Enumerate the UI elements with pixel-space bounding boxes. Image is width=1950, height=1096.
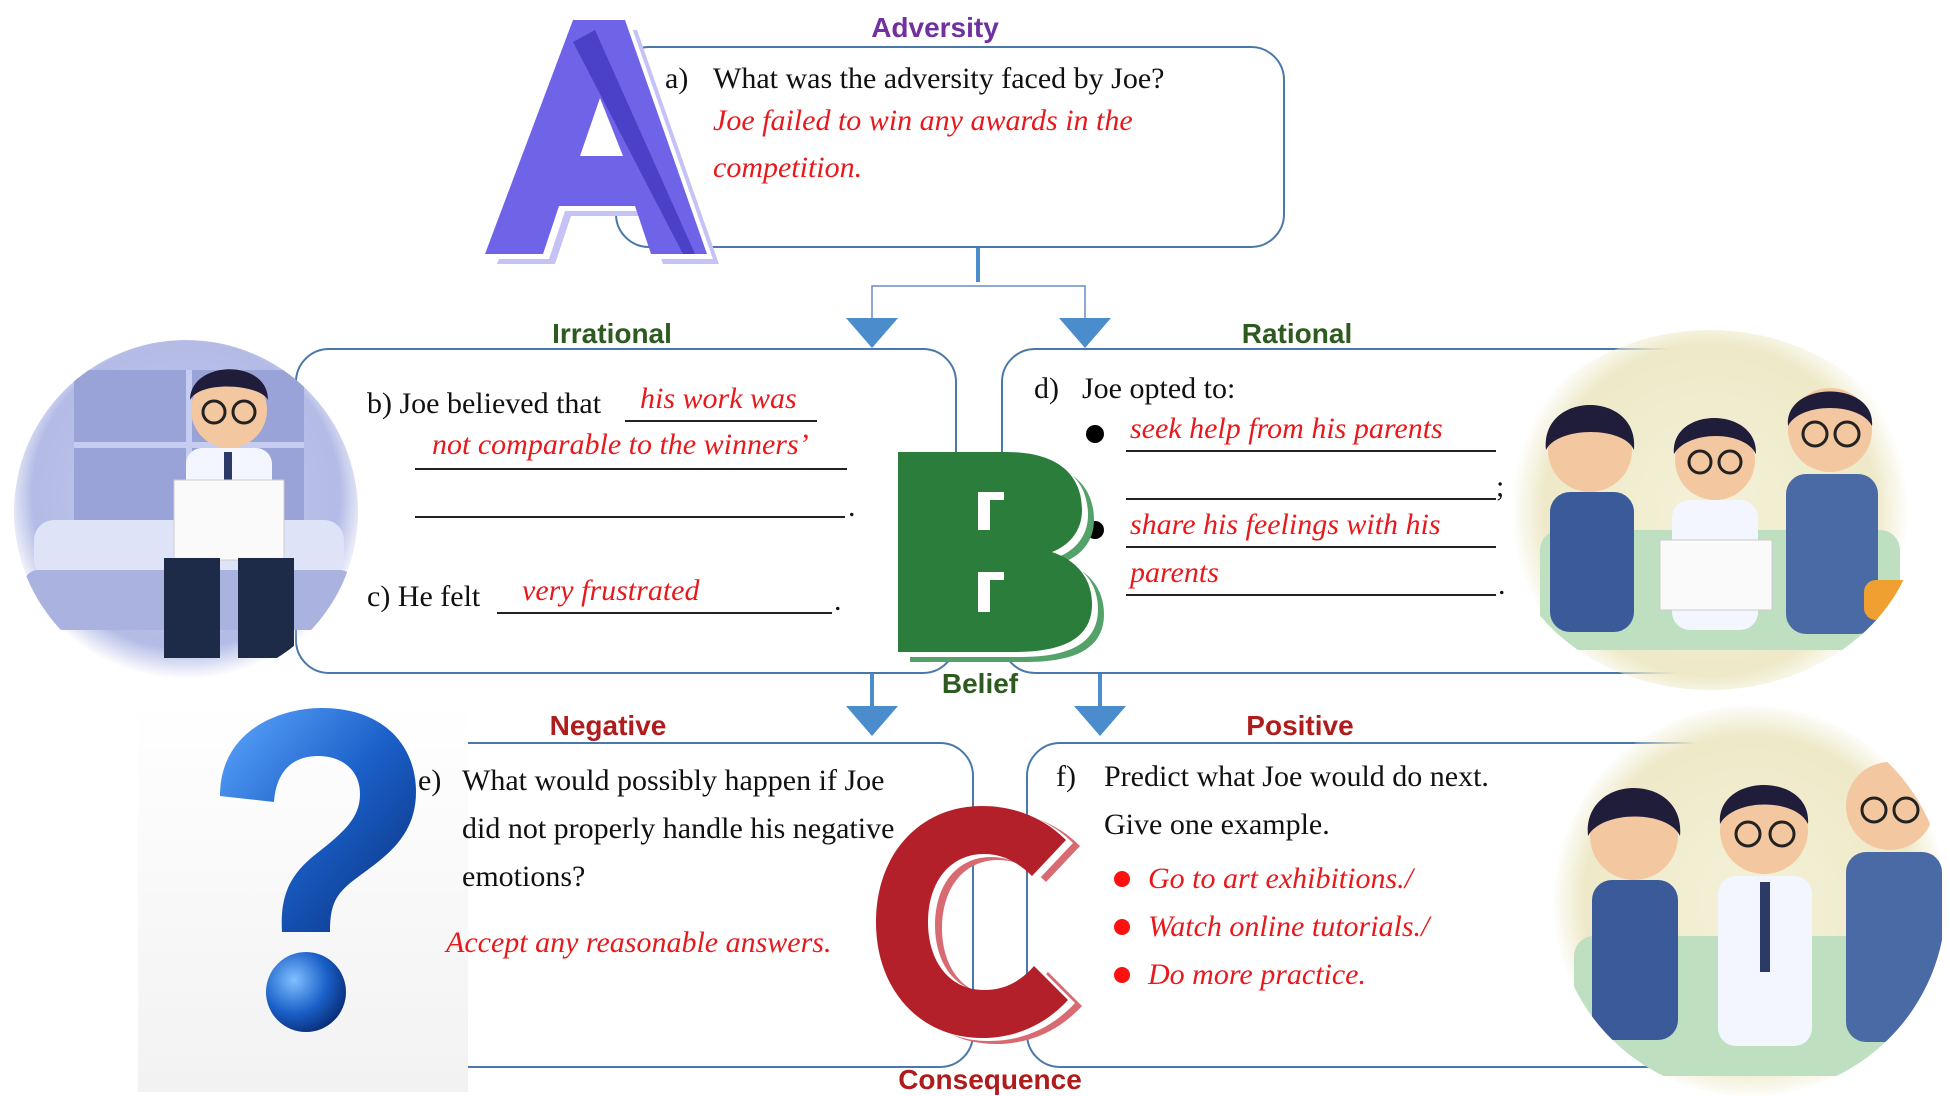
irrational-title: Irrational [552, 318, 672, 349]
irrational-b-answer-2: not comparable to the winners’ [432, 428, 809, 461]
boy-reading-illustration [14, 340, 358, 684]
rational-option-1: seek help from his parents [1130, 412, 1443, 445]
positive-title: Positive [1246, 710, 1354, 741]
bullet [1086, 425, 1104, 443]
answer-line [1126, 498, 1496, 500]
irrational-c-prefix: c) He felt [367, 580, 481, 613]
positive-item-1: Go to art exhibitions./ [1148, 862, 1413, 895]
positive-label: f) [1056, 760, 1076, 793]
rational-option-2-line1: share his feelings with his [1130, 508, 1441, 541]
consequence-title: Consequence [898, 1064, 1082, 1095]
rational-period: . [1498, 568, 1506, 601]
positive-question-line2: Give one example. [1104, 808, 1330, 841]
adversity-label: a) [665, 62, 689, 95]
arrow-to-irrational [846, 318, 898, 348]
adversity-panel [615, 46, 1285, 248]
negative-title: Negative [549, 710, 667, 741]
answer-line [497, 612, 832, 614]
letter-a-icon [485, 20, 719, 264]
bullet [1114, 871, 1130, 887]
irrational-c-period: . [834, 584, 842, 617]
answer-line [1126, 450, 1496, 452]
question-mark-icon [220, 708, 416, 1032]
rational-d-label: d) [1034, 372, 1059, 405]
irrational-b-prefix: b) Joe believed that [367, 387, 602, 420]
arrow-to-negative [846, 706, 898, 736]
rational-d-text: Joe opted to: [1082, 372, 1236, 405]
arrow-to-rational [1059, 318, 1111, 348]
irrational-b-answer-1: his work was [640, 382, 797, 415]
letter-c-icon [876, 806, 1082, 1044]
negative-answer: Accept any reasonable answers. [446, 926, 832, 959]
positive-item-3: Do more practice. [1148, 958, 1366, 991]
positive-item-2: Watch online tutorials./ [1148, 910, 1430, 943]
bullet [1114, 919, 1130, 935]
negative-question-line1: What would possibly happen if Joe [462, 764, 885, 797]
belief-title: Belief [941, 668, 1019, 699]
adversity-answer-line1: Joe failed to win any awards in the [713, 104, 1133, 137]
rational-option-2-line2: parents [1130, 556, 1219, 589]
answer-line [1126, 546, 1496, 548]
arrow-to-positive [1074, 706, 1126, 736]
irrational-panel [295, 348, 957, 674]
negative-question-line2: did not properly handle his negative [462, 812, 895, 845]
adversity-question: What was the adversity faced by Joe? [713, 62, 1165, 95]
negative-question-line3: emotions? [462, 860, 586, 893]
positive-question-line1: Predict what Joe would do next. [1104, 760, 1489, 793]
letter-b-icon [898, 452, 1104, 662]
bullet [1114, 967, 1130, 983]
adversity-title: Adversity [871, 12, 999, 43]
answer-line [415, 516, 845, 518]
family-illustration [1554, 706, 1946, 1096]
answer-line [1126, 594, 1496, 596]
rational-semicolon: ; [1496, 470, 1505, 503]
rational-title: Rational [1241, 318, 1353, 349]
family-illustration [1500, 330, 1920, 690]
adversity-answer-line2: competition. [713, 151, 863, 184]
answer-line [625, 420, 817, 422]
irrational-b-period: . [848, 490, 856, 523]
answer-line [415, 468, 847, 470]
negative-label: e) [418, 764, 442, 797]
irrational-c-answer: very frustrated [522, 574, 700, 607]
